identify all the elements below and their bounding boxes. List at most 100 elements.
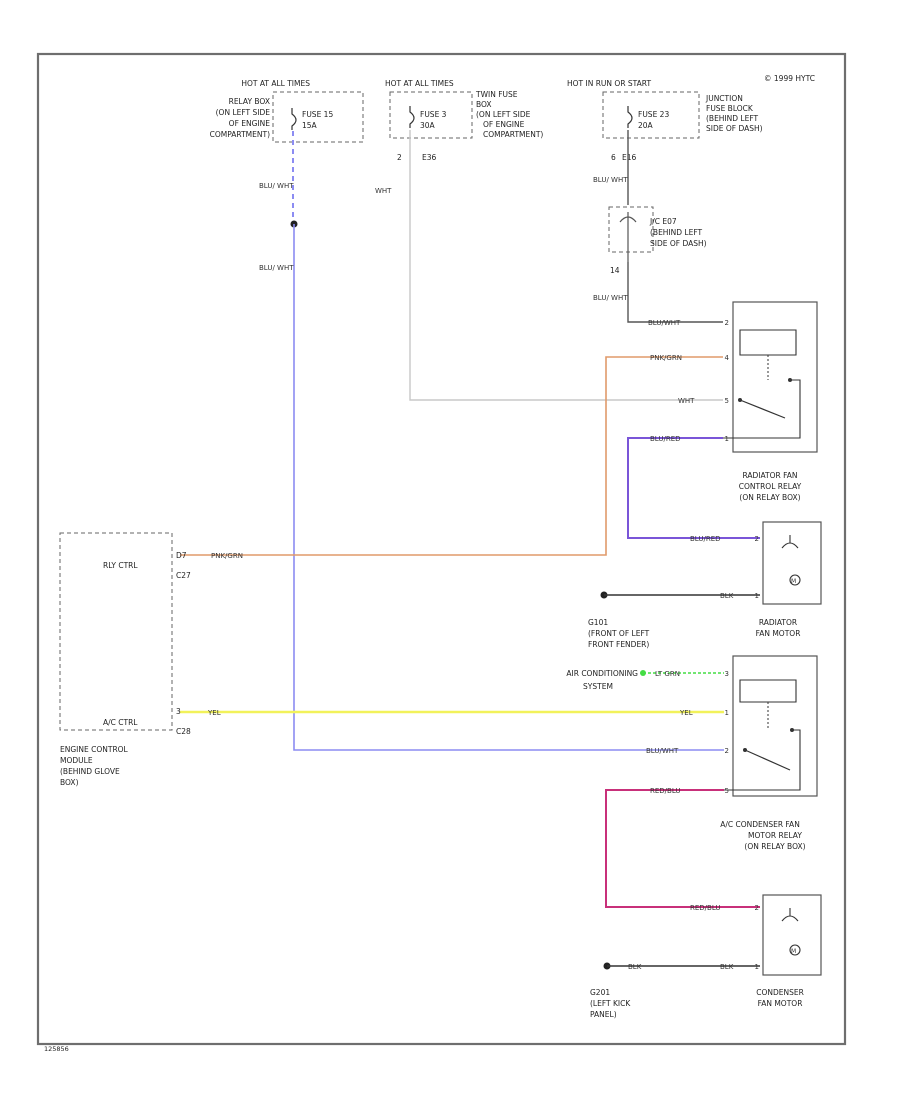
- ps2-line-4: OF ENGINE: [483, 120, 525, 129]
- wire-label-blu-wht-1a: BLU/ WHT: [259, 182, 294, 190]
- rad-relay-pin-4: 4: [725, 354, 730, 362]
- cond-relay-pin-5: 5: [725, 787, 729, 795]
- ps2-pin: 2: [397, 153, 402, 162]
- jc-line-2: (BEHIND LEFT: [650, 228, 703, 237]
- cond-relay-pin-3: 3: [725, 670, 729, 678]
- power-source-fuse-15: HOT AT ALL TIMES RELAY BOX (ON LEFT SIDE…: [210, 79, 364, 143]
- jc-box: [608, 206, 654, 253]
- ps3-amp: 20A: [638, 121, 654, 130]
- engine-control-module: RLY CTRL D7 C27 A/C CTRL 3 C28: [59, 532, 191, 736]
- g201-line-1: G201: [590, 988, 610, 997]
- ps3-line-2: FUSE BLOCK: [706, 104, 754, 113]
- rad-motor-pin-2: 2: [755, 535, 759, 543]
- ps1-line-4: COMPARTMENT): [210, 130, 270, 139]
- ps1-line-2: (ON LEFT SIDE: [216, 108, 271, 117]
- jc-symbol: [619, 212, 637, 262]
- ecm-pin-c28: C28: [176, 727, 191, 736]
- g201-line-2: (LEFT KICK: [590, 999, 631, 1008]
- ps1-amp: 15A: [302, 121, 318, 130]
- condenser-fan-motor-relay: 3 1 2 5: [724, 655, 818, 797]
- cond-relay-label-3: (ON RELAY BOX): [744, 842, 805, 851]
- wire-blu-wht: [293, 224, 724, 751]
- diagram-frame: [36, 52, 847, 1046]
- jc-line-1: J/C E07: [649, 217, 677, 226]
- wire-blu-wht-to-relay: [627, 262, 723, 323]
- wire-label-blu-red-1: BLU/RED: [650, 435, 681, 443]
- ps3-pin: 6: [611, 153, 616, 162]
- wire-red-blu: [605, 789, 760, 908]
- cond-motor-label-1: CONDENSER: [756, 988, 804, 997]
- ps3-title: HOT IN RUN OR START: [567, 79, 651, 88]
- ecm-pin-d7: D7: [176, 551, 187, 560]
- radiator-fan-control-relay: 2 4 5 1: [723, 301, 818, 453]
- rad-relay-pin-5: 5: [725, 397, 729, 405]
- ps2-amp: 30A: [420, 121, 436, 130]
- wire-pnk-grn: [180, 356, 723, 556]
- g101-line-2: (FRONT OF LEFT: [588, 629, 650, 638]
- ps1-fuse: FUSE 15: [302, 110, 333, 119]
- rad-motor-label-2: FAN MOTOR: [756, 629, 801, 638]
- wire-label-blk-2a: BLK: [628, 963, 642, 971]
- power-source-fuse-3: HOT AT ALL TIMES FUSE 3 30A TWIN FUSE BO…: [385, 79, 543, 162]
- ps2-line-1: TWIN FUSE: [475, 90, 518, 99]
- condenser-fan-motor: M 2 1: [755, 894, 822, 976]
- ps2-line-5: COMPARTMENT): [483, 130, 543, 139]
- wire-label-red-blu-1: RED/BLU: [650, 787, 681, 795]
- ecm-label-2: MODULE: [60, 756, 93, 765]
- wire-label-blu-wht-relay: BLU/WHT: [648, 319, 681, 327]
- ecm-pin-3: 3: [176, 707, 181, 716]
- wire-label-red-blu-2: RED/BLU: [690, 904, 721, 912]
- cond-motor-m-icon: M: [791, 948, 796, 955]
- wire-label-yel-ecm: YEL: [207, 709, 221, 717]
- wire-label-wht-vertical: WHT: [375, 187, 392, 195]
- g101-line-3: FRONT FENDER): [588, 640, 649, 649]
- g201-line-3: PANEL): [590, 1010, 617, 1019]
- ecm-ac-ctrl: A/C CTRL: [103, 718, 138, 727]
- ps3-fuse: FUSE 23: [638, 110, 669, 119]
- ecm-pin-c27: C27: [176, 571, 191, 580]
- rad-relay-pin-1: 1: [725, 435, 729, 443]
- ps3-line-4: SIDE OF DASH): [706, 124, 763, 133]
- rad-relay-label-2: CONTROL RELAY: [739, 482, 802, 491]
- wire-label-blu-wht-ign: BLU/ WHT: [593, 176, 628, 184]
- cond-relay-pin-1: 1: [725, 709, 729, 717]
- ps2-line-2: BOX: [476, 100, 492, 109]
- ps2-fuse: FUSE 3: [420, 110, 447, 119]
- ecm-label-4: BOX): [60, 778, 79, 787]
- wire-label-blk-2b: BLK: [720, 963, 734, 971]
- ps3-line-1: JUNCTION: [705, 94, 743, 103]
- cond-motor-pin-2: 2: [755, 904, 759, 912]
- rad-relay-label-1: RADIATOR FAN: [742, 471, 797, 480]
- power-source-fuse-23: HOT IN RUN OR START FUSE 23 20A JUNCTION…: [567, 79, 763, 162]
- diagram-id: 125856: [44, 1045, 69, 1053]
- wire-label-blu-wht-run: BLU/WHT: [646, 747, 679, 755]
- jc-line-3: SIDE OF DASH): [650, 239, 707, 248]
- ecm-label-3: (BEHIND GLOVE: [60, 767, 120, 776]
- wire-label-pnk-grn-ecm: PNK/GRN: [211, 552, 243, 560]
- ac-system-line-2: SYSTEM: [583, 682, 613, 691]
- jc-pin: 14: [610, 266, 620, 275]
- copyright: © 1999 HYTC: [764, 74, 815, 83]
- g101-line-1: G101: [588, 618, 608, 627]
- rad-motor-label-1: RADIATOR: [759, 618, 797, 627]
- wire-label-blk-1: BLK: [720, 592, 734, 600]
- wire-label-wht-horizontal: WHT: [678, 397, 695, 405]
- radiator-fan-motor: M 2 1: [755, 521, 822, 605]
- ecm-label-1: ENGINE CONTROL: [60, 745, 129, 754]
- wire-label-blu-wht-2a: BLU/ WHT: [259, 264, 294, 272]
- cond-relay-label-2: MOTOR RELAY: [748, 831, 802, 840]
- ac-system-line-1: AIR CONDITIONING: [566, 669, 638, 678]
- rad-motor-pin-1: 1: [755, 592, 759, 600]
- wire-label-lt-grn: LT GRN: [655, 670, 680, 678]
- cond-motor-pin-1: 1: [755, 963, 759, 971]
- rad-relay-pin-2: 2: [725, 319, 729, 327]
- wire-wht: [409, 130, 723, 401]
- rad-motor-m-icon: M: [791, 578, 796, 585]
- ecm-rly-ctrl: RLY CTRL: [103, 561, 138, 570]
- ps2-line-3: (ON LEFT SIDE: [476, 110, 531, 119]
- ps1-title: HOT AT ALL TIMES: [241, 79, 310, 88]
- cond-relay-pin-2: 2: [725, 747, 729, 755]
- rad-relay-label-3: (ON RELAY BOX): [739, 493, 800, 502]
- wire-label-yel-relay: YEL: [679, 709, 693, 717]
